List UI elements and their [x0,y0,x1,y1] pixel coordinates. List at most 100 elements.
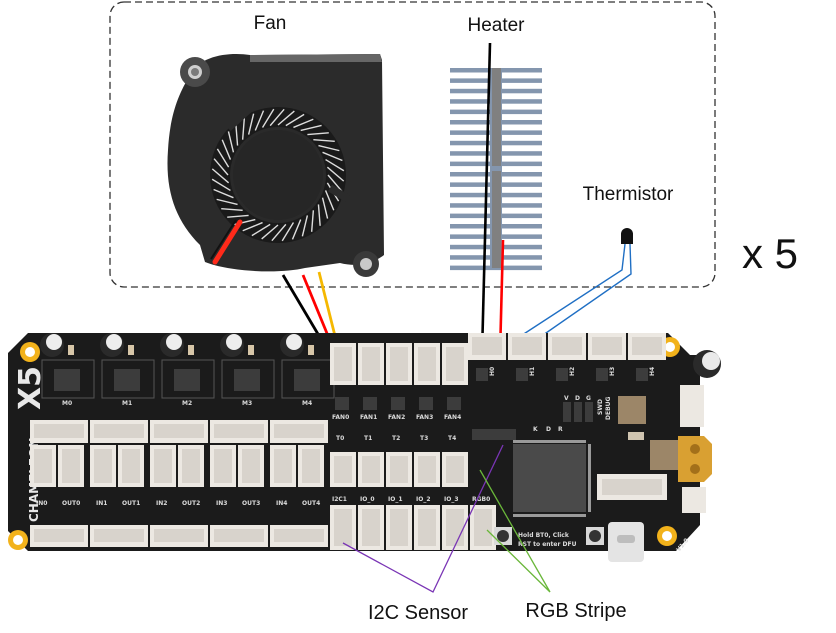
xt30-power-connector [678,436,712,482]
stepper-driver-chip [234,369,260,391]
connector-inner [446,509,464,546]
temp-label: T0 [336,435,344,442]
board-model-silk: X5 [13,366,48,410]
connector-jst [680,385,704,427]
connector-inner [632,337,662,355]
connector-inner [122,449,140,483]
fan-blade [269,108,285,127]
heater-mosfet [556,368,568,381]
fan-blade [251,223,271,237]
fan-blade [247,113,255,135]
motor-label: M1 [122,400,132,407]
connector-inner [362,509,380,546]
connector-inner [94,424,144,438]
connector-uart-inner [602,479,662,495]
fan-blade [310,210,315,232]
fan-label: FAN2 [388,414,405,421]
io-label: I2C1 [332,496,347,503]
connector-inner [446,347,464,381]
fan-blade [254,110,265,131]
smd-part [68,345,74,355]
heater-heatsink-icon [450,68,542,271]
fan-blade [221,139,232,160]
connector-inner [214,424,264,438]
in-label: IN3 [216,500,227,507]
fan-blade [281,222,295,242]
swd-pin-label: D [575,395,580,402]
rgb-leader-line [479,469,551,593]
fan-blade [227,214,249,218]
connector-inner [390,509,408,546]
component-group-box [109,1,716,288]
fan-label: Fan [254,13,287,34]
fan-blade [301,215,309,237]
motor-label: M4 [302,400,312,407]
smd-part [308,345,314,355]
power-cap [628,432,644,440]
capacitor-top [46,334,62,350]
capacitor-top [286,334,302,350]
stepper-driver-chip [54,369,80,391]
heater-label: Heater [467,15,525,36]
smd-part [128,345,134,355]
io-label: IO_2 [416,496,431,503]
capacitor-top [166,334,182,350]
connector-inner [242,449,260,483]
fan-mosfet [363,397,377,410]
fan-blade [241,118,246,140]
connector-inner [334,347,352,381]
connector-inner [474,509,492,546]
connector-inner [214,449,232,483]
io-label: RGB0 [472,496,490,503]
connector-inner [274,449,292,483]
connector-inner [34,449,52,483]
connector-inner [418,347,436,381]
mount-hole [8,530,28,550]
in-label: IN2 [156,500,167,507]
fan-blade [216,148,230,168]
temp-label: T1 [364,435,372,442]
stepper-driver-chip [174,369,200,391]
electrolytic-capacitor [693,350,721,378]
connector-inner [472,337,502,355]
electrolytic-capacitor [40,333,64,357]
connector-inner [390,456,408,483]
mount-hole [20,342,40,362]
fan-label: FAN3 [416,414,433,421]
fan-blade [216,198,238,206]
connector-inner [214,529,264,542]
fan-blade [317,204,321,226]
rst-button [494,527,512,545]
heater-mosfet [516,368,528,381]
connector-inner [390,347,408,381]
driver-outline [221,359,275,399]
fan-blade [213,188,234,199]
heater-core [492,68,501,166]
fan-blade [271,223,287,242]
fan-blade [211,168,230,184]
fan-blade [293,118,314,129]
swd-header [563,402,593,422]
heater-label: H3 [609,367,616,376]
connector-inner [302,449,320,483]
multiplier-label: x 5 [742,230,798,277]
rgb-header [472,429,516,440]
kdr-pin-label: D [546,426,551,433]
io-label: IO_0 [360,496,375,503]
driver-outline [161,359,215,399]
fan-mosfet [419,397,433,410]
fan-blade [261,108,275,128]
temp-label: T2 [392,435,400,442]
fan-blade [235,124,239,146]
fan-blade [285,113,305,127]
connector-inner [94,449,112,483]
dfu-note-line2: RST to enter DFU [518,541,577,548]
connector-inner [592,337,622,355]
connector-inner [334,456,352,483]
dfu-note-line1: Hold BT0, Click [518,532,570,539]
connector-inner [418,509,436,546]
connector-inner [334,509,352,546]
io-label: IO_3 [444,496,459,503]
fan-mosfet [335,397,349,410]
